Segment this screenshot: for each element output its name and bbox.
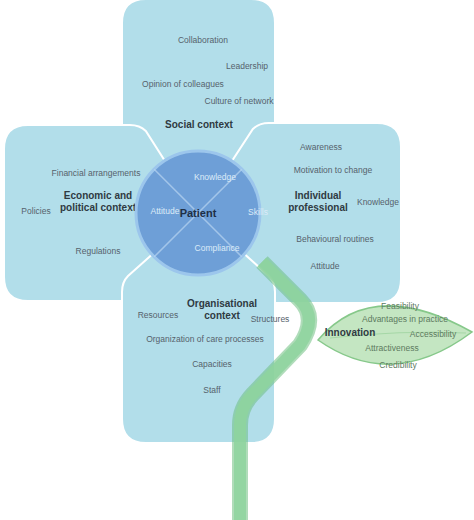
factor-label: Knowledge (194, 173, 236, 183)
factor-label: Advantages in practice (362, 315, 448, 325)
factor-label: Collaboration (178, 36, 228, 46)
node-heading: Social context (165, 119, 233, 131)
factor-label: Awareness (300, 143, 342, 153)
factor-label: Leadership (226, 62, 268, 72)
node-heading: Economic and political context (48, 190, 148, 213)
factor-label: Motivation to change (294, 166, 372, 176)
center-circle: PatientKnowledgeSkillsComplianceAttitude (134, 149, 262, 277)
factor-label: Staff (203, 386, 220, 396)
petal-shape (122, 213, 275, 443)
node-heading: Individual professional (282, 190, 354, 213)
factor-label: Organization of care processes (146, 335, 264, 345)
node-heading: Innovation (325, 327, 376, 339)
factor-label: Knowledge (357, 198, 399, 208)
factor-label: Financial arrangements (52, 169, 141, 179)
factor-label: Feasibility (381, 302, 419, 312)
factor-label: Compliance (195, 244, 240, 254)
leaf-shape (318, 306, 472, 364)
node-heading: Patient (180, 207, 217, 220)
factor-label: Attractiveness (365, 344, 418, 354)
factor-label: Skills (248, 208, 268, 218)
factor-label: Behavioural routines (296, 235, 374, 245)
factor-label: Regulations (76, 247, 121, 257)
circle-shape (136, 151, 260, 275)
factor-label: Culture of network (205, 97, 274, 107)
factor-label: Policies (21, 207, 50, 217)
factor-label: Opinion of colleagues (142, 80, 224, 90)
innovation-leaf: Innovation FeasibilityAdvantages in pract… (316, 290, 474, 384)
factor-label: Attitude (151, 207, 180, 217)
factor-label: Credibility (379, 361, 416, 371)
factor-label: Resources (138, 311, 179, 321)
factor-label: Capacities (192, 360, 232, 370)
factor-label: Accessibility (410, 330, 456, 340)
factor-label: Attitude (311, 262, 340, 272)
factor-label: Structures (251, 315, 290, 325)
